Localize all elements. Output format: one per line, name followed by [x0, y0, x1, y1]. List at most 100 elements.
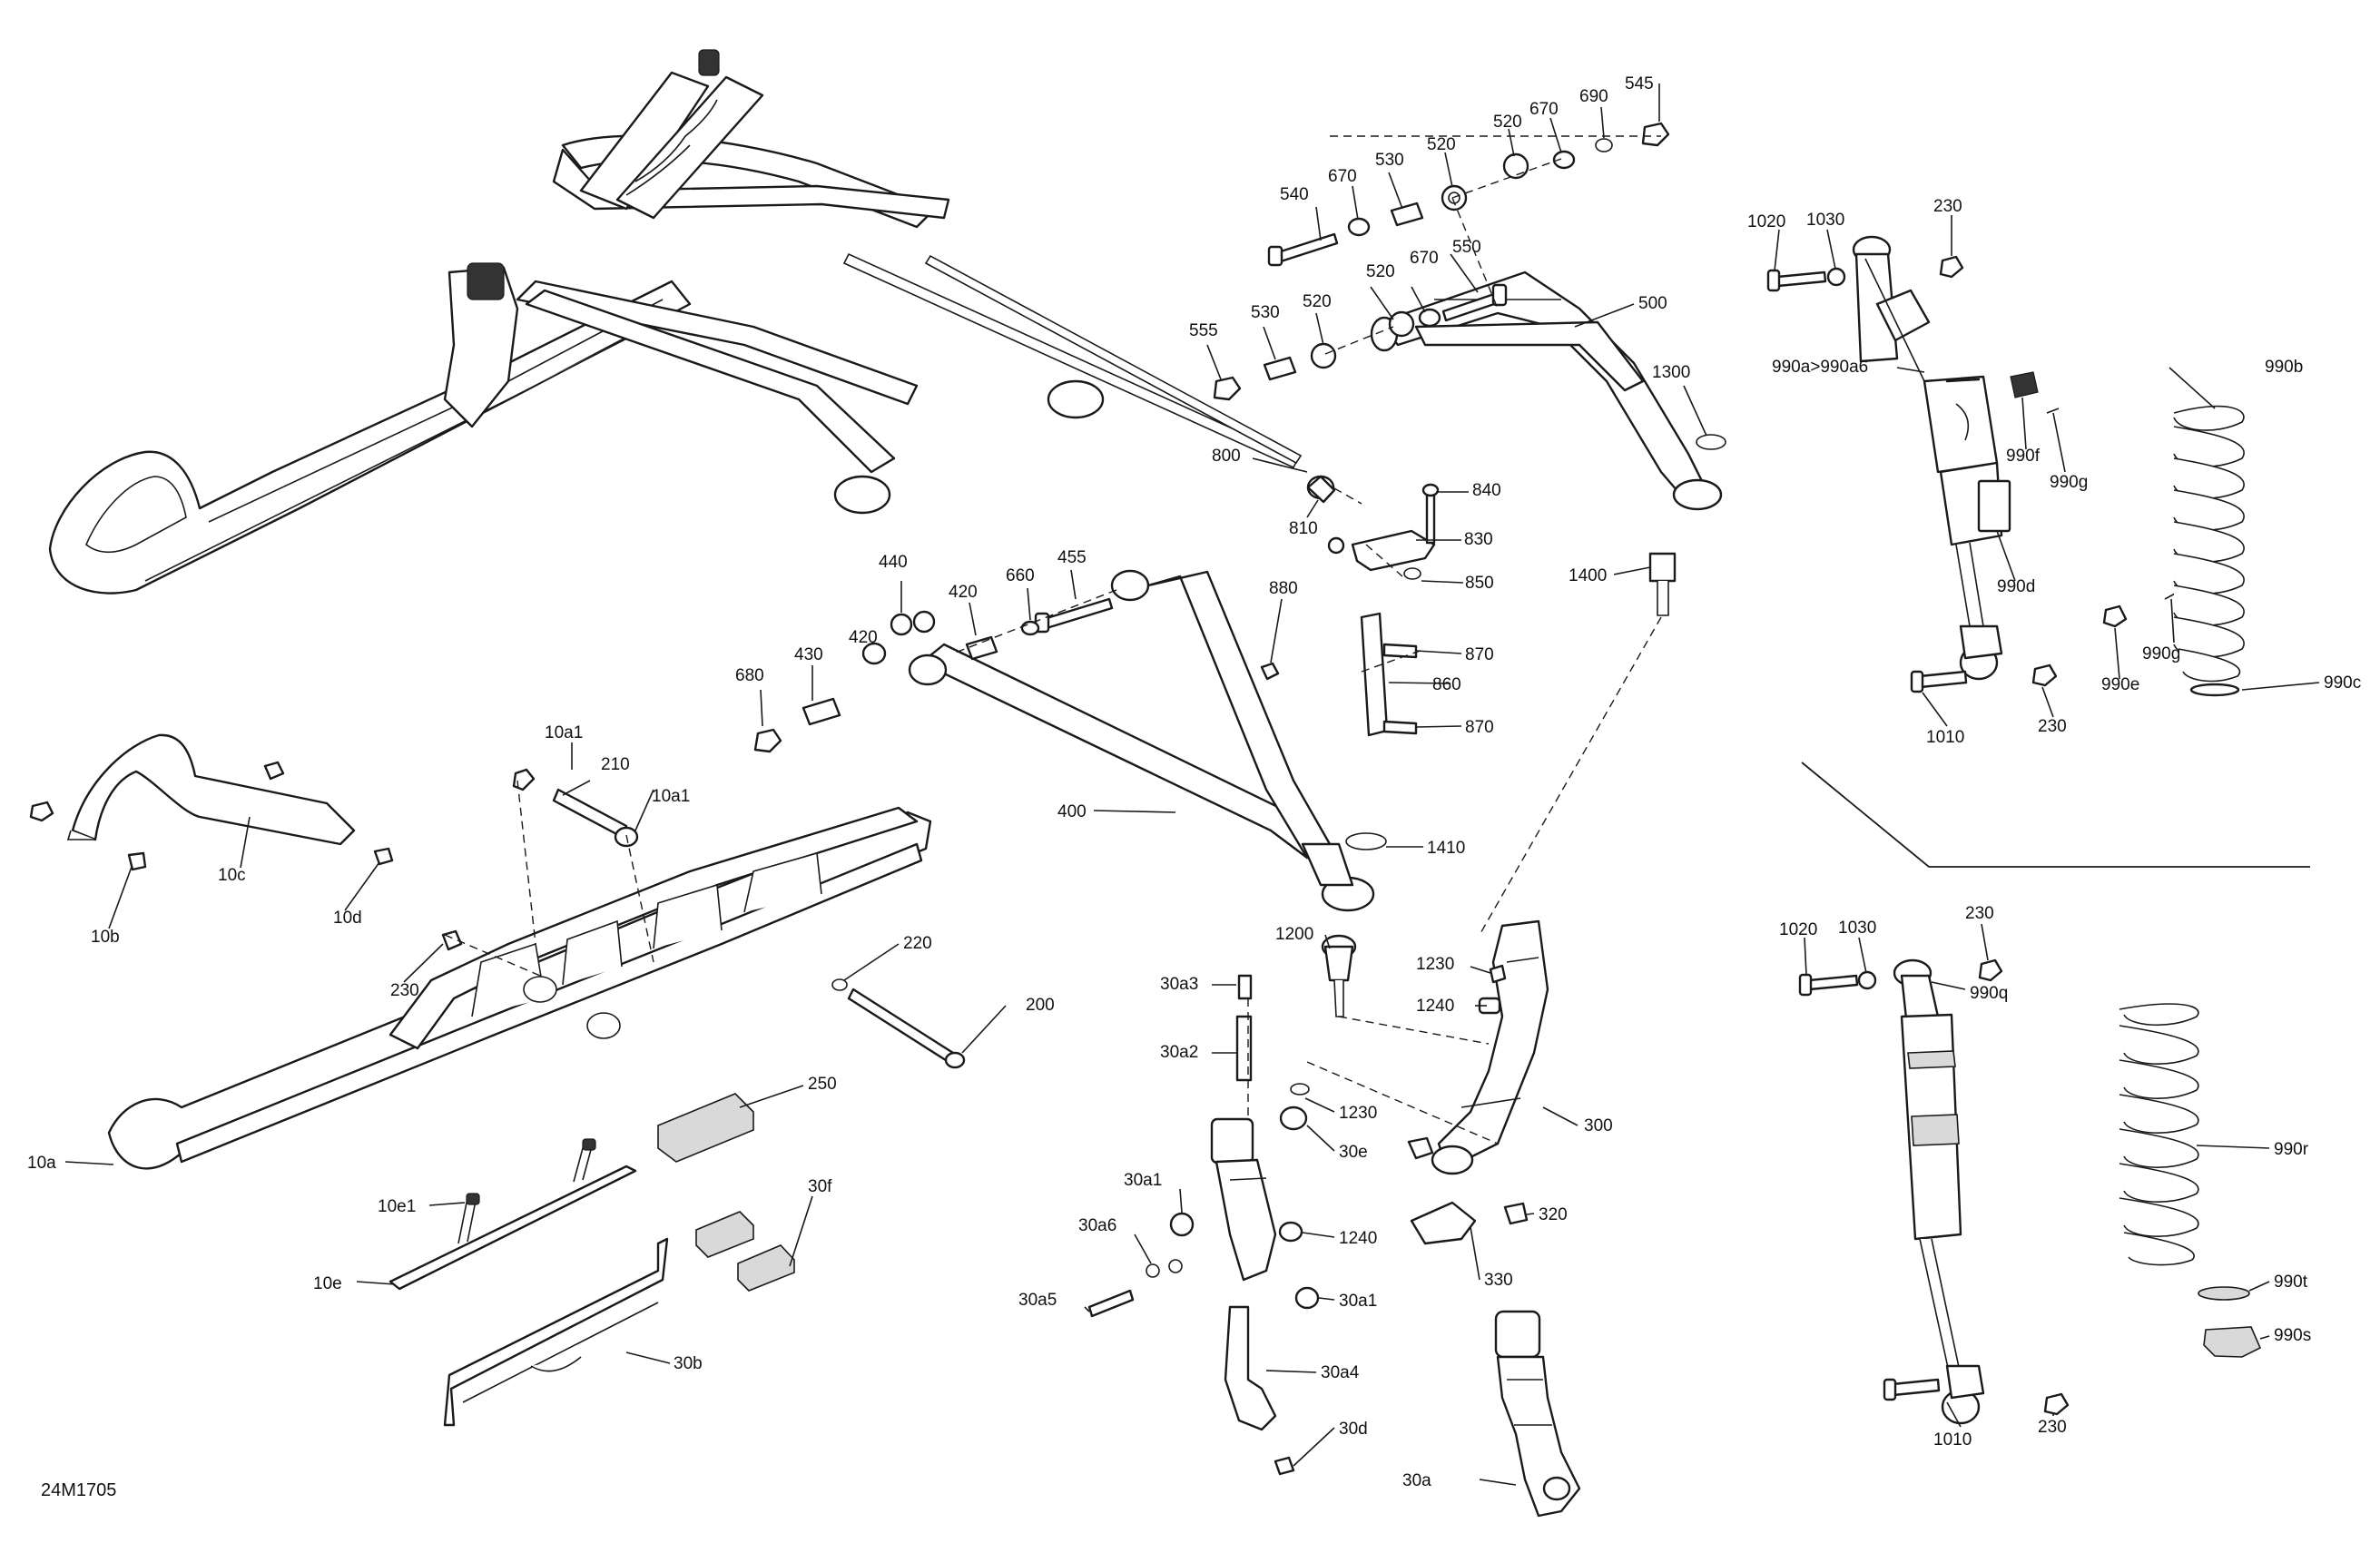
label-10a: 10a: [27, 1154, 56, 1173]
label-1020: 1020: [1779, 920, 1817, 939]
label-1010: 1010: [1933, 1430, 1972, 1450]
label-840: 840: [1472, 481, 1501, 500]
label-990d: 990d: [1997, 577, 2035, 596]
tie-rod-800: [924, 254, 1336, 504]
label-320: 320: [1539, 1205, 1568, 1224]
spring-990r: [2119, 1003, 2262, 1358]
shock-absorber-990q: [1798, 958, 2070, 1425]
label-420: 420: [949, 583, 978, 602]
label-220: 220: [903, 934, 932, 953]
label-990r: 990r: [2274, 1140, 2309, 1159]
upper-a-arm-500: [1370, 270, 1723, 511]
lower-arm-hardware: [753, 597, 1387, 850]
section-divider: [1801, 762, 2310, 868]
label-990q: 990q: [1970, 984, 2008, 1003]
label-1400: 1400: [1569, 566, 1607, 585]
label-990t: 990t: [2274, 1273, 2308, 1292]
diagram-code: 24M1705: [41, 1480, 116, 1500]
ball-joint-1200: [1321, 934, 1357, 1017]
label-990g: 990g: [2142, 644, 2180, 663]
assembled-suspension-illustration: [48, 49, 1300, 595]
label-880: 880: [1269, 579, 1298, 598]
label-230: 230: [2038, 717, 2067, 736]
label-990g: 990g: [2050, 473, 2088, 492]
spindle-300: [1407, 919, 1549, 1245]
label-30a5: 30a5: [1018, 1291, 1057, 1310]
label-10d: 10d: [333, 909, 362, 928]
steering-link-860: [1360, 612, 1418, 737]
spindle-30a-complete: [1494, 1310, 1581, 1518]
label-500: 500: [1638, 294, 1667, 313]
label-660: 660: [1006, 566, 1035, 585]
label-440: 440: [879, 553, 908, 572]
label-1010: 1010: [1926, 728, 1964, 747]
lower-a-arm-400: [908, 569, 1375, 912]
label-545: 545: [1625, 74, 1654, 93]
label-1020: 1020: [1747, 212, 1785, 231]
label-810: 810: [1289, 519, 1318, 538]
ski-wear-plate-30b: [443, 1237, 669, 1427]
spindle-assembly-30a: [1087, 974, 1320, 1476]
ski-handle-10c: [29, 733, 394, 871]
label-30f: 30f: [808, 1177, 832, 1196]
label-540: 540: [1280, 185, 1309, 204]
label-1030: 1030: [1838, 919, 1876, 938]
label-30a1: 30a1: [1339, 1292, 1377, 1311]
label-330: 330: [1484, 1271, 1513, 1290]
label-400: 400: [1057, 802, 1087, 821]
ski-shims-250-30f: [657, 1093, 795, 1292]
label-1230: 1230: [1416, 955, 1454, 974]
label-555: 555: [1189, 321, 1218, 340]
label-10b: 10b: [91, 928, 120, 947]
label-520: 520: [1303, 292, 1332, 311]
ski-hardware: [441, 768, 966, 1069]
label-530: 530: [1251, 303, 1280, 322]
ski-10a: [107, 806, 932, 1170]
steering-bracket-830: [1260, 483, 1440, 681]
label-690: 690: [1579, 87, 1608, 106]
label-230: 230: [2038, 1418, 2067, 1437]
label-1240: 1240: [1339, 1229, 1377, 1248]
leader-lines: [64, 84, 2320, 1486]
label-670: 670: [1410, 249, 1439, 268]
label-990b: 990b: [2265, 358, 2303, 377]
label-430: 430: [794, 645, 823, 664]
label-210: 210: [601, 755, 630, 774]
label-30b: 30b: [674, 1354, 703, 1373]
label-230: 230: [1965, 904, 1994, 923]
label-30e: 30e: [1339, 1143, 1368, 1162]
label-30a4: 30a4: [1321, 1363, 1360, 1382]
shock-absorber-990a: [1766, 235, 2178, 693]
ski-runner-10e: [388, 1138, 637, 1291]
label-850: 850: [1465, 574, 1494, 593]
label-860: 860: [1432, 675, 1461, 694]
label-550: 550: [1452, 238, 1481, 257]
label-870: 870: [1465, 718, 1494, 737]
label-1240: 1240: [1416, 997, 1454, 1016]
label-300: 300: [1584, 1116, 1613, 1135]
label-30a6: 30a6: [1078, 1216, 1116, 1235]
label-10a1: 10a1: [652, 787, 690, 806]
label-520: 520: [1366, 262, 1395, 281]
label-30a2: 30a2: [1160, 1043, 1198, 1062]
label-10c: 10c: [218, 866, 246, 885]
label-30a1: 30a1: [1124, 1171, 1162, 1190]
label-420: 420: [849, 628, 878, 647]
label-990e: 990e: [2101, 675, 2139, 694]
label-1030: 1030: [1806, 211, 1844, 230]
label-680: 680: [735, 666, 764, 685]
label-990c: 990c: [2324, 673, 2361, 693]
label-670: 670: [1328, 167, 1357, 186]
label-1410: 1410: [1427, 839, 1465, 858]
label-990f: 990f: [2006, 447, 2041, 466]
assembly-leader-dashes: [444, 135, 1662, 1145]
label-1300: 1300: [1652, 363, 1690, 382]
label-250: 250: [808, 1075, 837, 1094]
label-455: 455: [1057, 548, 1087, 567]
label-830: 830: [1464, 530, 1493, 549]
label-30d: 30d: [1339, 1420, 1368, 1439]
label-800: 800: [1212, 447, 1241, 466]
label-670: 670: [1529, 100, 1559, 119]
label-10e: 10e: [313, 1274, 342, 1293]
